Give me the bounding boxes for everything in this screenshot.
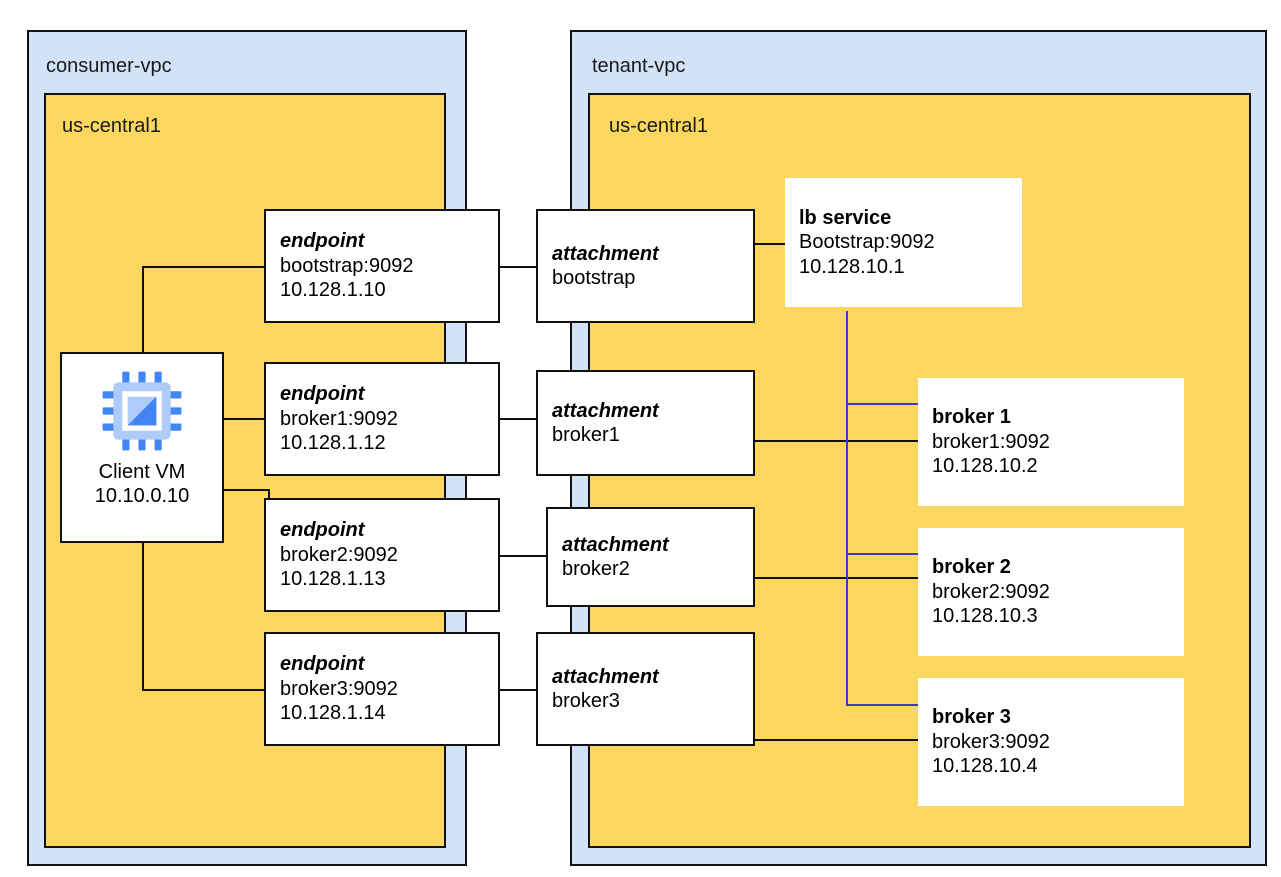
- endpoint-target: broker3:9092: [280, 677, 398, 700]
- connector-vm-to-endpoint-broker3-vertical: [142, 543, 144, 691]
- endpoint-ip: 10.128.1.13: [280, 568, 386, 591]
- broker-target: broker2:9092: [932, 580, 1050, 603]
- lb-service-target: Bootstrap:9092: [799, 231, 935, 254]
- endpoint-target: broker2:9092: [280, 543, 398, 566]
- connector-endpoint-broker2-to-attachment: [500, 555, 546, 557]
- broker-box-3[interactable]: broker 3 broker3:9092 10.128.10.4: [918, 678, 1184, 806]
- connector-attachment-bootstrap-to-lb-service: [755, 243, 785, 245]
- endpoint-ip: 10.128.1.12: [280, 432, 386, 455]
- endpoint-box-broker3[interactable]: endpoint broker3:9092 10.128.1.14: [264, 632, 500, 746]
- consumer-vpc-label: consumer-vpc: [46, 55, 172, 77]
- consumer-region-label: us-central1: [62, 115, 161, 137]
- attachment-kind-label: attachment: [552, 242, 659, 265]
- tenant-vpc-label: tenant-vpc: [592, 55, 686, 77]
- broker-box-1[interactable]: broker 1 broker1:9092 10.128.10.2: [918, 378, 1184, 506]
- broker-ip: 10.128.10.3: [932, 605, 1038, 628]
- connector-lb-service-bus-vertical: [846, 311, 848, 706]
- client-vm-node[interactable]: Client VM 10.10.0.10: [60, 352, 224, 543]
- client-vm-ip: 10.10.0.10: [94, 485, 190, 507]
- connector-vm-to-endpoint-broker3-horizontal: [142, 689, 264, 691]
- attachment-kind-label: attachment: [552, 665, 659, 688]
- broker-target: broker3:9092: [932, 730, 1050, 753]
- client-vm-name: Client VM: [98, 461, 186, 483]
- endpoint-box-broker2[interactable]: endpoint broker2:9092 10.128.1.13: [264, 498, 500, 612]
- lb-service-box[interactable]: lb service Bootstrap:9092 10.128.10.1: [785, 178, 1022, 307]
- attachment-box-bootstrap[interactable]: attachment bootstrap: [536, 209, 755, 323]
- connector-endpoint-broker3-to-attachment: [500, 689, 536, 691]
- endpoint-kind-label: endpoint: [280, 230, 365, 253]
- endpoint-target: bootstrap:9092: [280, 254, 414, 277]
- broker-box-2[interactable]: broker 2 broker2:9092 10.128.10.3: [918, 528, 1184, 656]
- compute-engine-chip-icon: [99, 368, 185, 454]
- broker-ip: 10.128.10.4: [932, 755, 1038, 778]
- connector-attachment-broker2-to-broker2: [755, 577, 918, 579]
- connector-lb-service-to-broker1: [846, 403, 918, 405]
- connector-attachment-broker1-to-broker1: [755, 440, 918, 442]
- attachment-kind-label: attachment: [552, 399, 659, 422]
- connector-attachment-broker3-to-broker3: [755, 739, 918, 741]
- attachment-box-broker3[interactable]: attachment broker3: [536, 632, 755, 746]
- endpoint-kind-label: endpoint: [280, 653, 365, 676]
- lb-service-ip: 10.128.10.1: [799, 255, 905, 278]
- broker-title: broker 2: [932, 556, 1011, 579]
- attachment-box-broker1[interactable]: attachment broker1: [536, 370, 755, 476]
- connector-vm-to-endpoint-bootstrap-horizontal: [142, 266, 264, 268]
- endpoint-box-bootstrap[interactable]: endpoint bootstrap:9092 10.128.1.10: [264, 209, 500, 323]
- attachment-name: broker1: [552, 424, 620, 446]
- attachment-kind-label: attachment: [562, 533, 669, 556]
- endpoint-box-broker1[interactable]: endpoint broker1:9092 10.128.1.12: [264, 362, 500, 476]
- endpoint-kind-label: endpoint: [280, 519, 365, 542]
- lb-service-title: lb service: [799, 206, 892, 229]
- attachment-box-broker2[interactable]: attachment broker2: [546, 507, 755, 607]
- connector-vm-to-endpoint-broker2-stub: [224, 489, 270, 491]
- attachment-name: broker3: [552, 690, 620, 712]
- connector-lb-service-to-broker2: [846, 553, 918, 555]
- connector-lb-service-to-broker3: [846, 704, 918, 706]
- endpoint-target: broker1:9092: [280, 407, 398, 430]
- broker-title: broker 3: [932, 706, 1011, 729]
- endpoint-ip: 10.128.1.14: [280, 702, 386, 725]
- endpoint-kind-label: endpoint: [280, 383, 365, 406]
- endpoint-ip: 10.128.1.10: [280, 279, 386, 302]
- connector-vm-to-endpoint-broker1: [224, 418, 264, 420]
- attachment-name: broker2: [562, 558, 630, 580]
- attachment-name: bootstrap: [552, 267, 636, 289]
- connector-vm-to-endpoint-bootstrap-vertical: [142, 266, 144, 352]
- connector-endpoint-broker1-to-attachment: [500, 418, 536, 420]
- tenant-region-label: us-central1: [609, 115, 708, 137]
- broker-ip: 10.128.10.2: [932, 455, 1038, 478]
- broker-target: broker1:9092: [932, 430, 1050, 453]
- connector-endpoint-bootstrap-to-attachment: [500, 266, 536, 268]
- broker-title: broker 1: [932, 406, 1011, 429]
